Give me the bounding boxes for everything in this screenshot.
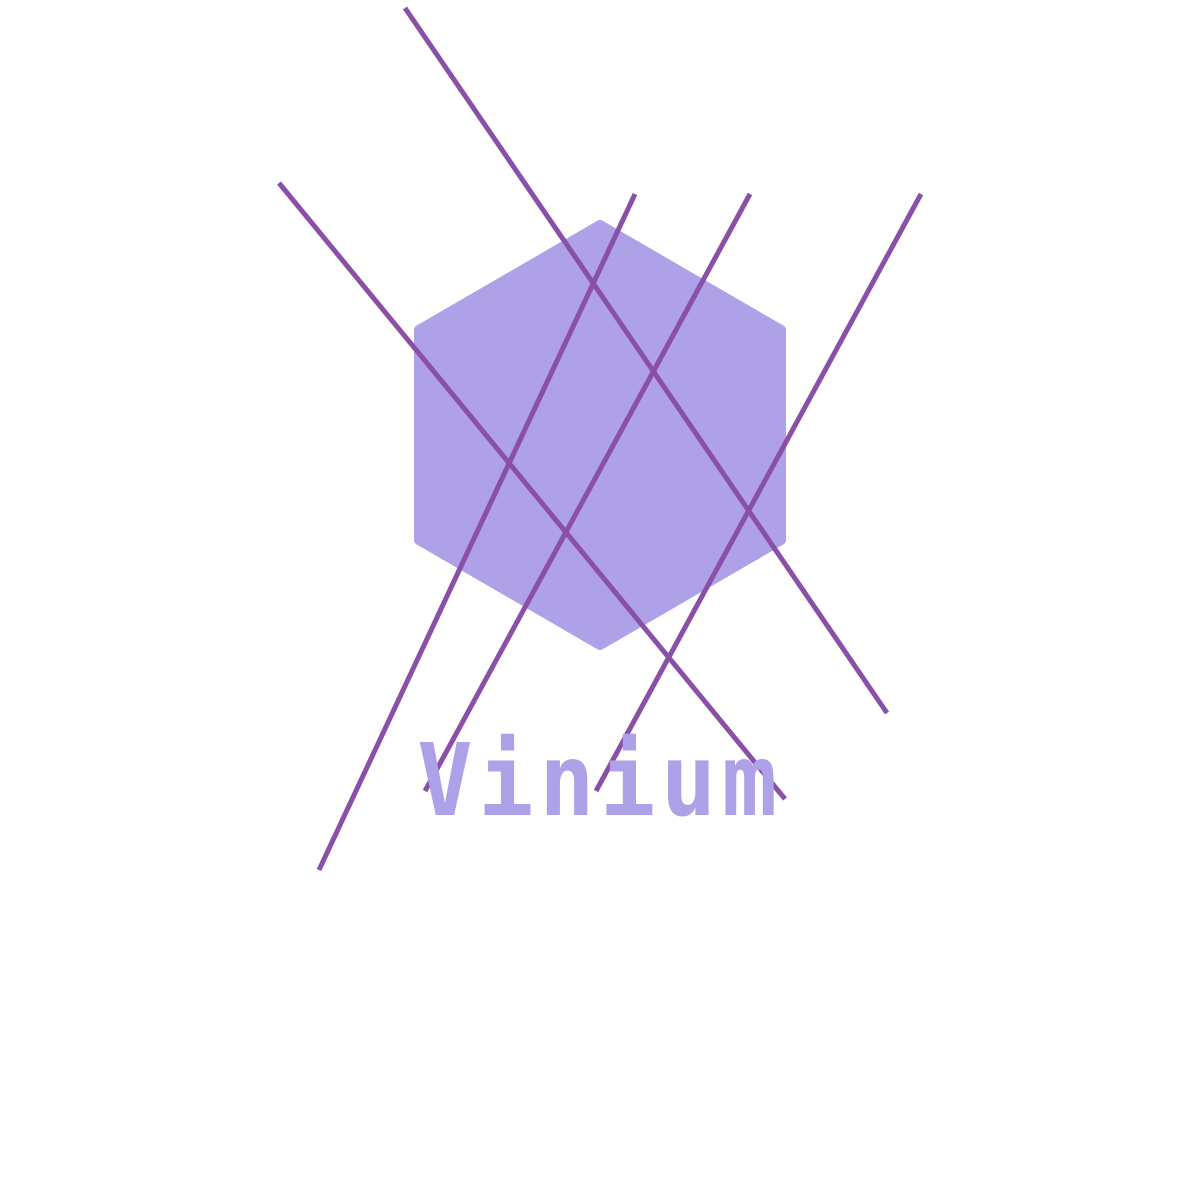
- diagonal-line: [316, 192, 638, 872]
- diagonal-line: [277, 181, 787, 801]
- diagonal-line: [422, 192, 753, 793]
- brand-name: Vinium: [417, 722, 783, 839]
- hexagon-shape: [414, 220, 786, 650]
- diagonal-line: [593, 192, 924, 793]
- diagonal-line: [402, 6, 890, 715]
- crossing-lines: [277, 6, 924, 872]
